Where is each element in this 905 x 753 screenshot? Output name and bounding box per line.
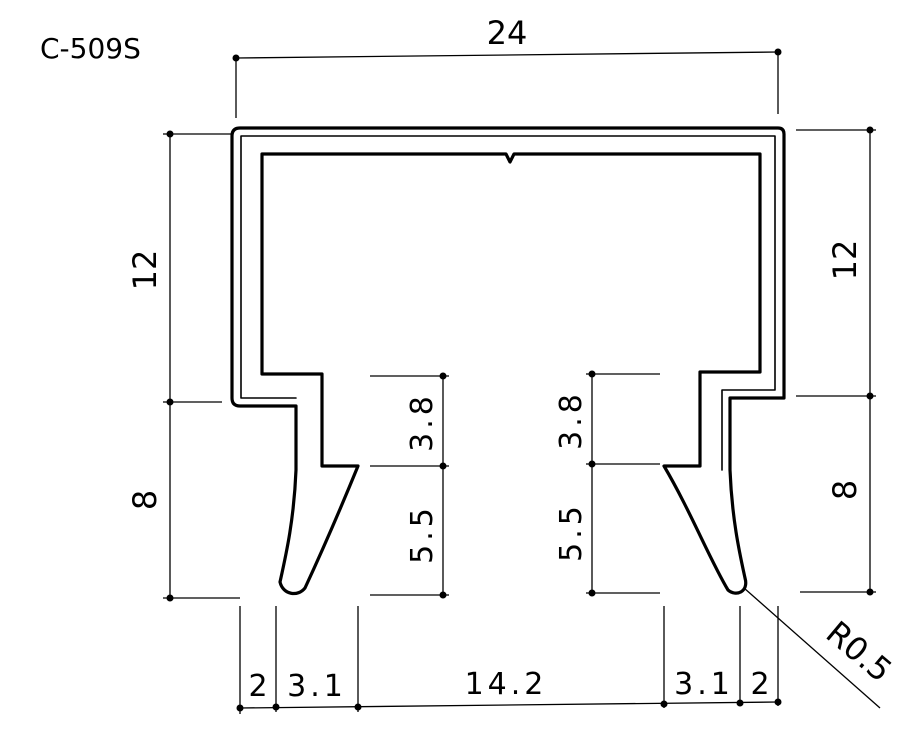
dim-bottom-left-edge: 2	[248, 669, 267, 704]
part-number-title: C-509S	[40, 32, 141, 65]
profile-inner-contour	[240, 135, 776, 471]
dim-overall-width: 24	[487, 14, 528, 52]
dim-bottom-right-lip: 3.1	[674, 667, 734, 702]
dim-right-inner-upper: 3.8	[554, 390, 589, 450]
dim-left-lower-height: 8	[126, 490, 164, 510]
profile-outline	[230, 126, 786, 596]
dim-left-inner-lower: 5.5	[405, 504, 440, 564]
dim-right-lower-height: 8	[826, 480, 864, 500]
dimension-end-points	[166, 48, 874, 712]
dimension-lines	[163, 51, 881, 714]
dim-bottom-right-edge: 2	[750, 667, 769, 702]
dim-right-upper-height: 12	[826, 240, 864, 281]
dim-left-inner-upper: 3.8	[405, 392, 440, 452]
dim-tip-radius: R0.5	[819, 614, 899, 690]
dim-bottom-center-gap: 14.2	[465, 667, 548, 702]
dim-right-inner-lower: 5.5	[554, 502, 589, 562]
dim-bottom-left-lip: 3.1	[287, 669, 347, 704]
profile-outer-contour	[230, 126, 786, 596]
dim-left-upper-height: 12	[126, 250, 164, 291]
